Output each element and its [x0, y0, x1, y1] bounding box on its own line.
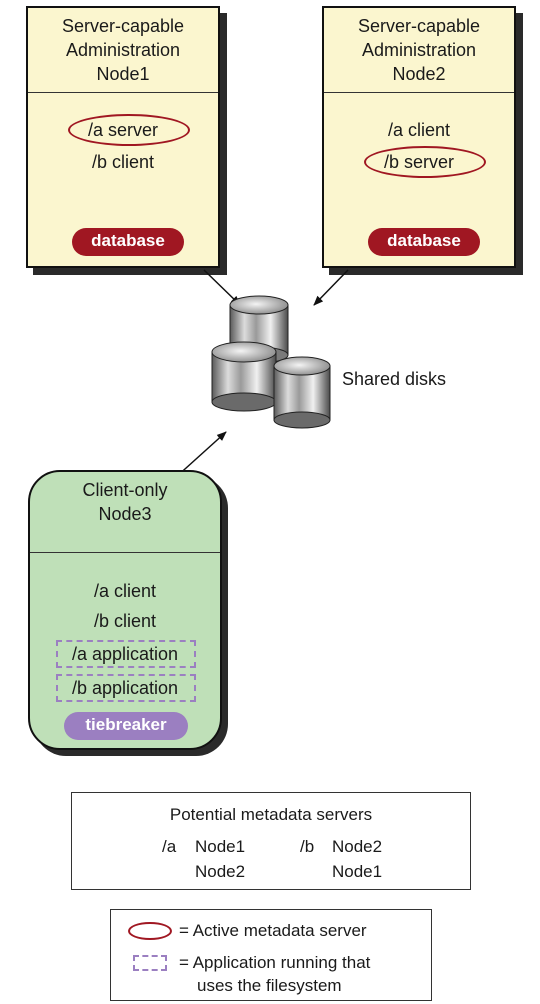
- node1-title: Server-capable Administration Node1: [28, 14, 218, 86]
- node2-fs-b: /b server: [383, 152, 455, 172]
- node1-active-server-ring: [68, 114, 190, 146]
- node3-fs-a: /a client: [93, 581, 157, 601]
- node2-active-server-ring: [364, 146, 486, 178]
- metadata-a-server-1: Node1: [195, 837, 246, 856]
- node2-box: Server-capable Administration Node2 /a c…: [322, 6, 516, 268]
- node2-title-line1: Server-capable: [357, 16, 481, 36]
- disk-left: [211, 341, 277, 412]
- legend-active-server-text: = Active metadata server: [179, 921, 367, 940]
- node3-tiebreaker-badge: tiebreaker: [64, 712, 188, 740]
- node1-fs-b: /b client: [91, 152, 155, 172]
- node1-divider: [28, 92, 218, 93]
- node1-database-badge: database: [72, 228, 184, 256]
- node3-title-line2: Node3: [98, 504, 152, 524]
- node3-fs-b: /b client: [93, 611, 157, 631]
- node3-title: Client-only Node3: [30, 478, 220, 526]
- metadata-a-server-2: Node2: [195, 862, 246, 881]
- metadata-table-title: Potential metadata servers: [169, 805, 373, 824]
- node3-app-a: /a application: [71, 644, 179, 664]
- legend-active-server-icon: [128, 922, 172, 940]
- node3-app-b: /b application: [71, 678, 179, 698]
- legend: = Active metadata server = Application r…: [110, 909, 432, 1001]
- legend-application-icon: [133, 955, 167, 971]
- node2-title-line3: Node2: [392, 64, 446, 84]
- node3-box: Client-only Node3 /a client /b client /a…: [28, 470, 222, 750]
- node2-fs-a: /a client: [387, 120, 451, 140]
- arrow-node1-to-disks: [203, 269, 241, 306]
- node3-divider: [30, 552, 220, 553]
- node3-app-a-box: [56, 640, 196, 668]
- node2-divider: [324, 92, 514, 93]
- shared-disks-label: Shared disks: [342, 369, 447, 389]
- disk-right: [273, 356, 331, 429]
- metadata-a-label: /a: [162, 837, 177, 856]
- node1-box: Server-capable Administration Node1 /a s…: [26, 6, 220, 268]
- node1-title-line3: Node1: [96, 64, 150, 84]
- node1-title-line1: Server-capable: [61, 16, 185, 36]
- node1-title-line2: Administration: [65, 40, 181, 60]
- node2-title-line2: Administration: [361, 40, 477, 60]
- node1-fs-a: /a server: [87, 120, 159, 140]
- node3-app-b-box: [56, 674, 196, 702]
- metadata-b-server-2: Node1: [332, 862, 383, 881]
- metadata-servers-table: Potential metadata servers /a Node1 Node…: [71, 792, 471, 890]
- node2-database-badge: database: [368, 228, 480, 256]
- arrow-node2-to-disks: [313, 269, 349, 306]
- node3-title-line1: Client-only: [82, 480, 168, 500]
- node2-title: Server-capable Administration Node2: [324, 14, 514, 86]
- metadata-b-label: /b: [300, 837, 315, 856]
- legend-application-text-line1: = Application running that: [179, 953, 371, 972]
- legend-application-text-line2: uses the filesystem: [197, 976, 342, 995]
- metadata-b-server-1: Node2: [332, 837, 383, 856]
